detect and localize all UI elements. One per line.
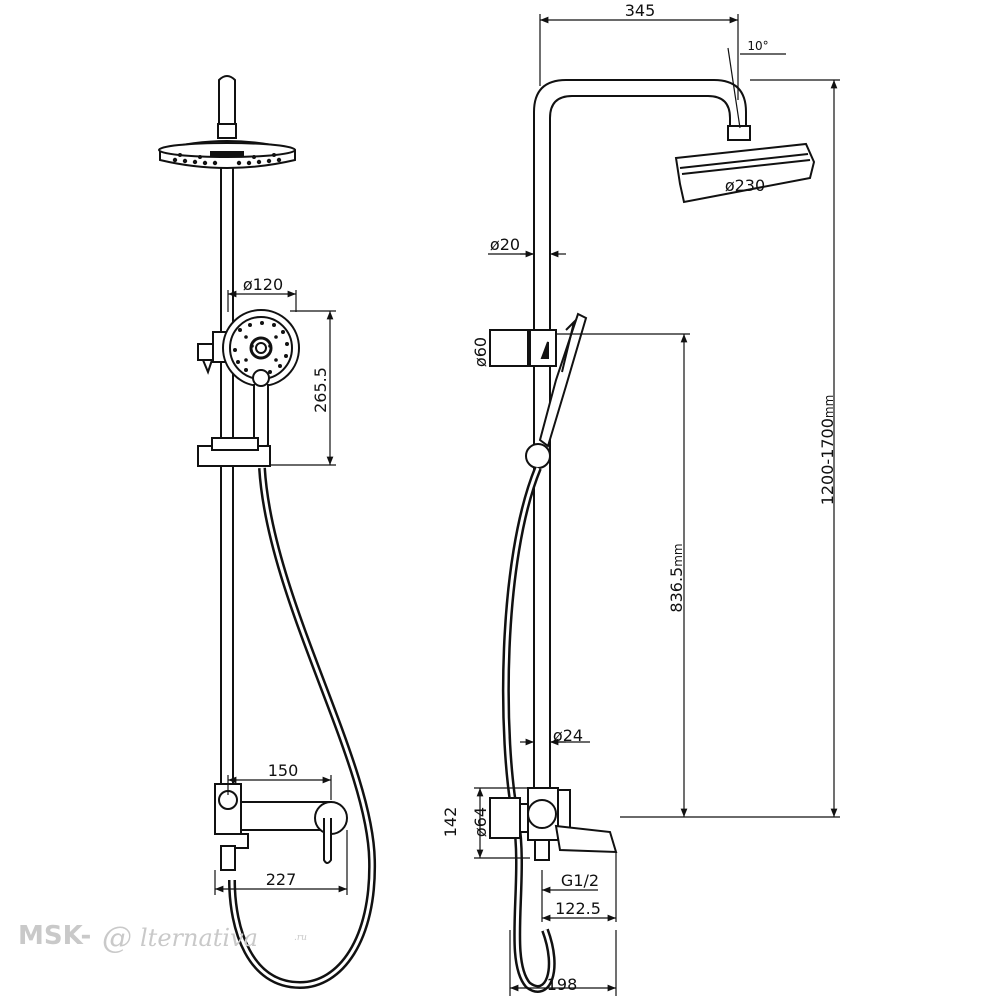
side-mixer	[489, 787, 618, 861]
front-hose	[228, 467, 377, 990]
label-spout-length: 122.5	[555, 899, 601, 918]
watermark-at: @	[102, 921, 132, 956]
side-rain-head	[674, 142, 816, 204]
side-holder-bracket	[489, 329, 529, 367]
front-main-rod	[220, 159, 234, 801]
watermark-suffix: .ru	[294, 933, 307, 943]
label-holder-diameter: ø60	[471, 337, 490, 367]
label-mixer-height: 142	[441, 807, 460, 838]
front-shower-head	[158, 140, 296, 169]
label-pipe-diameter-lower: ø24	[553, 726, 583, 745]
label-handshower-diameter: ø120	[243, 275, 283, 294]
watermark-name: lternativa	[140, 924, 258, 952]
front-mixer	[214, 783, 348, 871]
watermark-prefix: MSK-	[18, 921, 91, 951]
side-dimension-lines	[474, 14, 840, 996]
side-hose	[501, 466, 556, 993]
label-depth: 198	[547, 975, 578, 994]
label-pipe-diameter-upper: ø20	[490, 235, 520, 254]
label-top-width: 345	[625, 1, 656, 20]
label-handshower-height: 265.5	[311, 367, 330, 413]
label-height-range: 1200-1700mm	[818, 395, 837, 506]
front-view	[158, 75, 377, 990]
side-arch-pipe	[533, 79, 747, 790]
watermark: MSK- @ lternativa .ru	[18, 921, 307, 956]
front-dimension-lines	[214, 290, 348, 895]
front-hand-shower	[222, 309, 300, 450]
label-mixer-width: 150	[268, 761, 299, 780]
label-head-diameter: ø230	[725, 176, 765, 195]
label-lower-height: 836.5mm	[667, 543, 686, 612]
side-hand-shower	[538, 312, 588, 448]
dimension-labels: ø120 265.5 150 227 345 10° ø230 ø20 ø60 …	[243, 1, 837, 994]
side-view	[474, 14, 840, 996]
label-angle: 10°	[747, 39, 768, 53]
label-mixer-diameter: ø64	[471, 807, 490, 837]
label-thread: G1/2	[561, 871, 599, 890]
label-mixer-overall: 227	[266, 870, 297, 889]
